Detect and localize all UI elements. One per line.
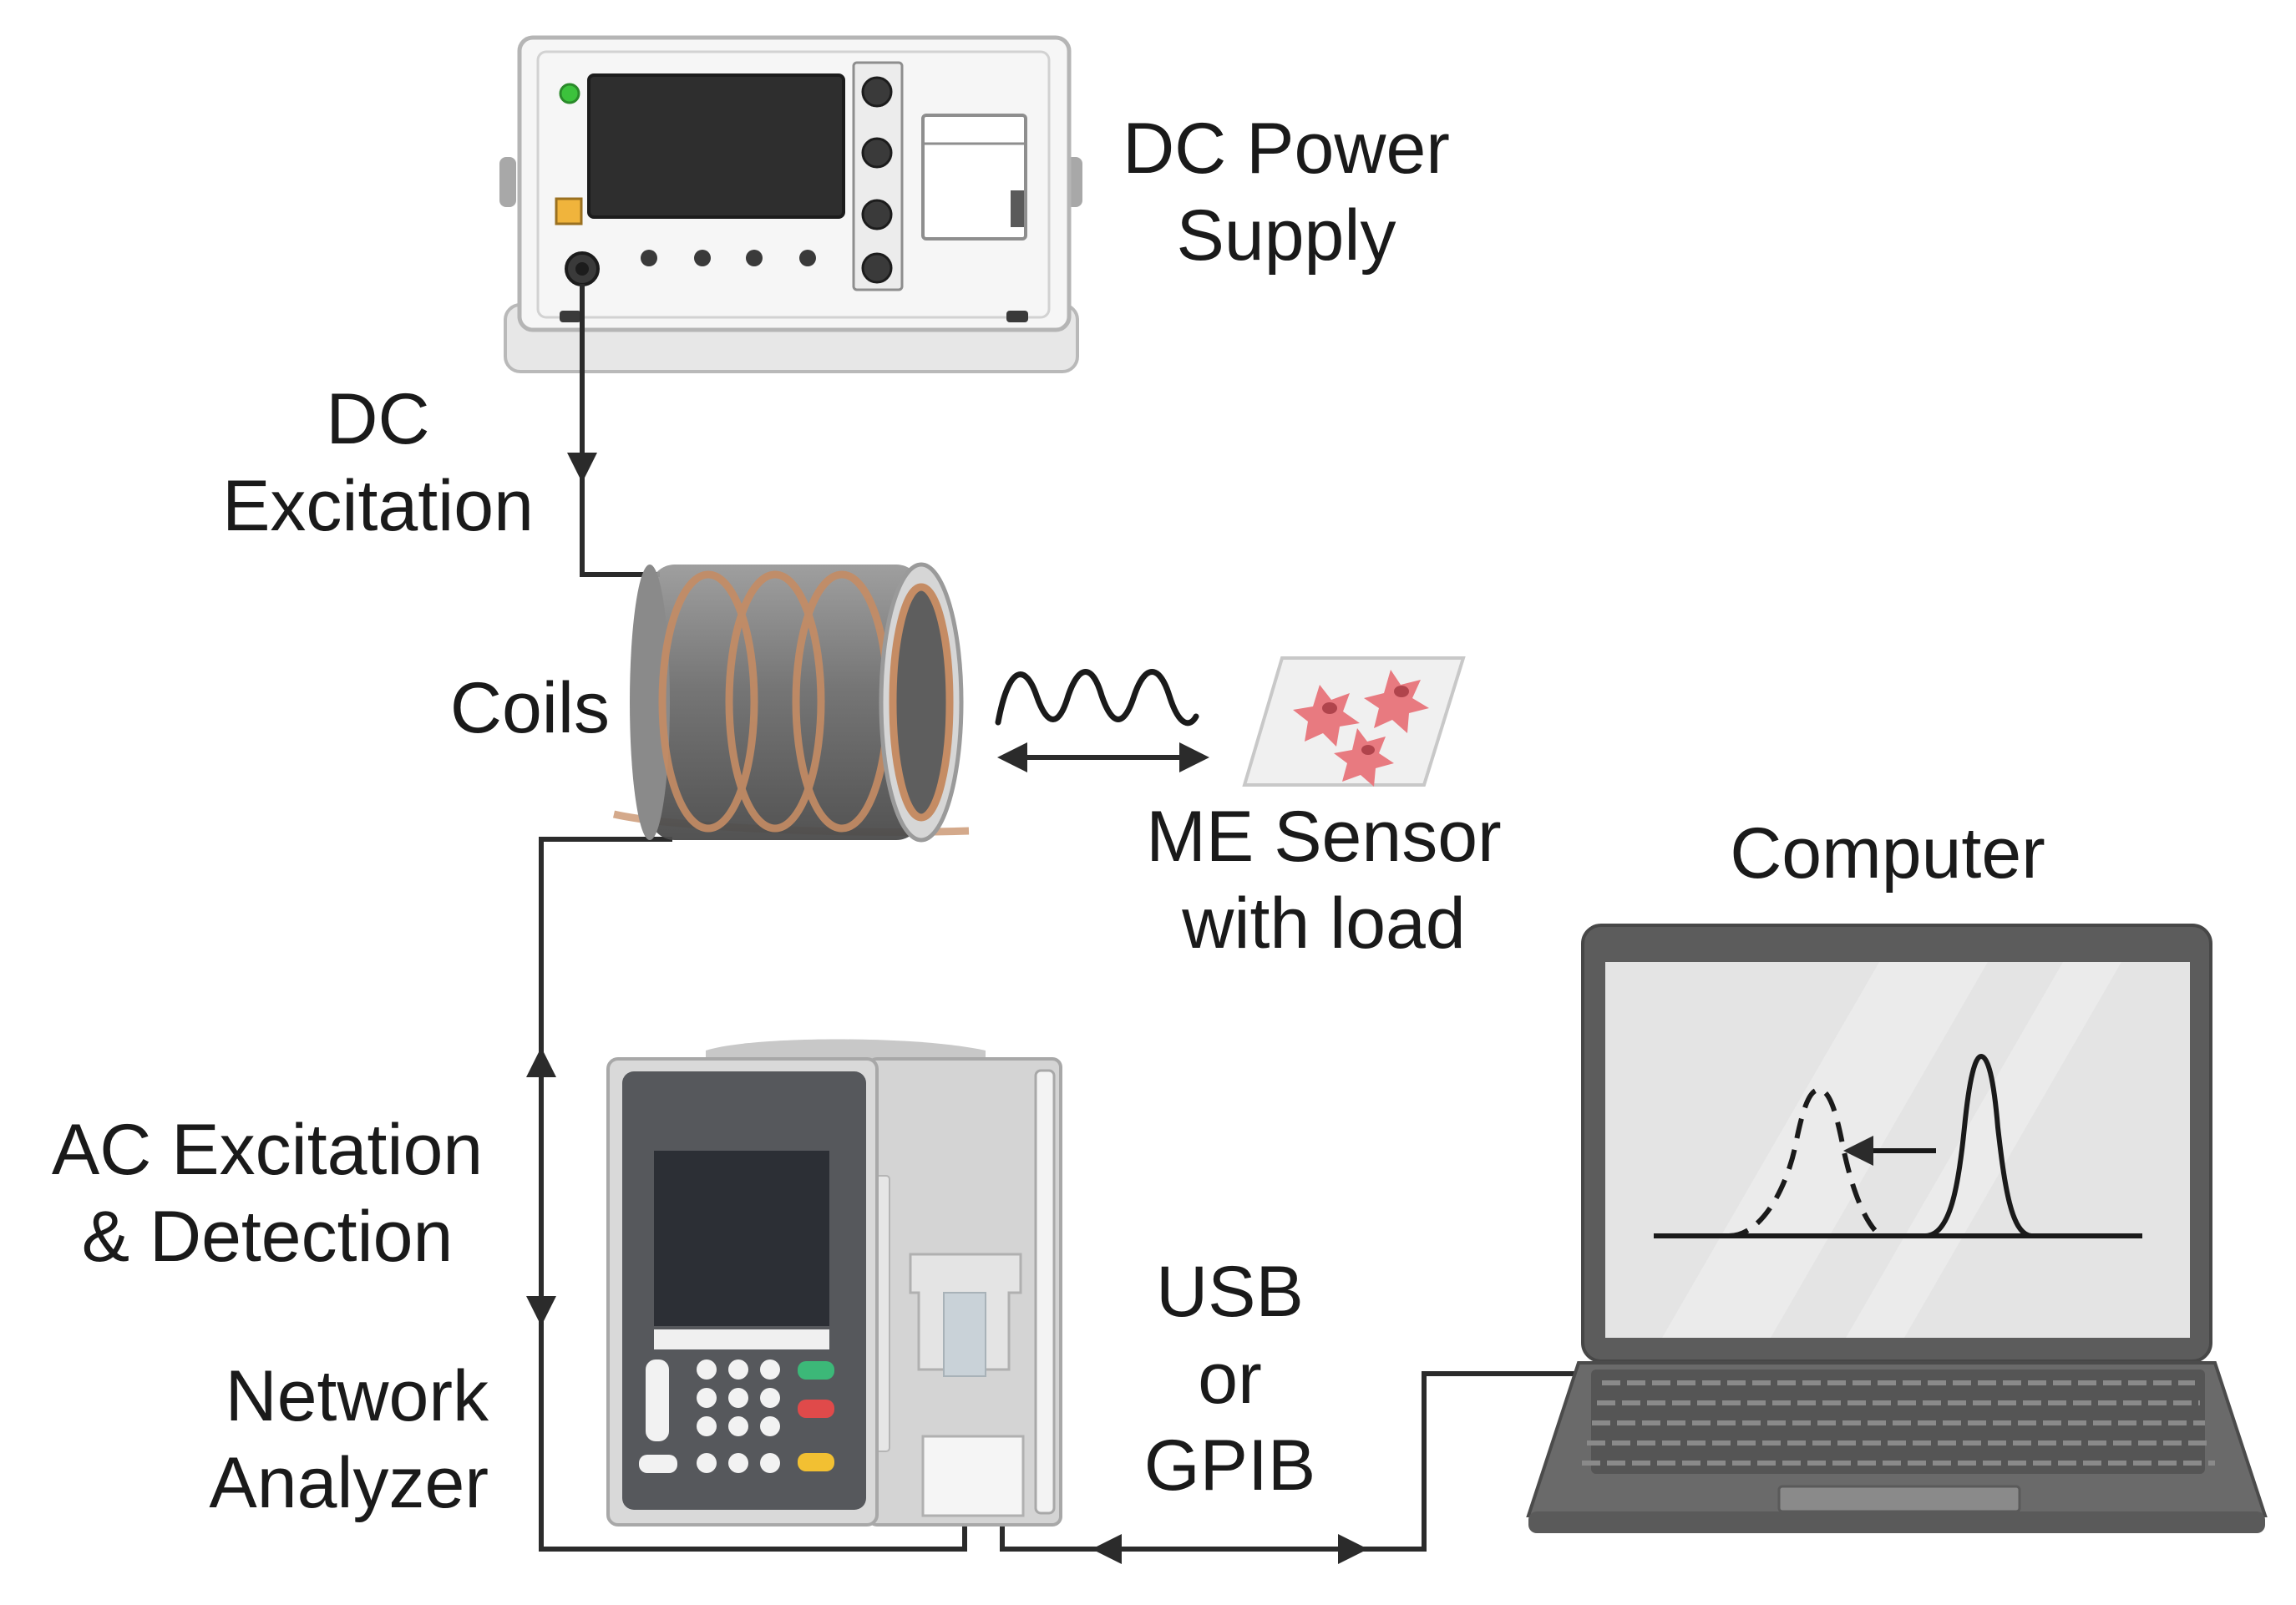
network-analyzer-icon xyxy=(606,1039,1062,1527)
network-analyzer-label: Network Analyzer xyxy=(209,1356,489,1523)
power-led xyxy=(559,83,580,104)
me-sensor-label: ME Sensor with load xyxy=(1146,797,1502,964)
usb-gpib-label: USB or GPIB xyxy=(1143,1252,1316,1506)
laptop-icon xyxy=(1526,924,2268,1533)
me-sensor-icon xyxy=(1242,656,1466,787)
dc-excitation-label: DC Excitation xyxy=(222,379,534,546)
cell-icon xyxy=(1293,685,1360,747)
ac-excitation-label: AC Excitation & Detection xyxy=(51,1110,484,1277)
cell-icon xyxy=(1334,728,1394,787)
coils-label: Coils xyxy=(449,668,610,748)
sine-wave-icon xyxy=(995,669,1209,772)
coil-icon xyxy=(612,562,970,843)
dc-power-supply-label: DC Power Supply xyxy=(1123,109,1450,276)
computer-label: Computer xyxy=(1730,813,2045,894)
cell-icon xyxy=(1364,670,1429,733)
resonance-plot xyxy=(1654,1053,2142,1238)
dc-power-supply-icon xyxy=(499,35,1082,373)
